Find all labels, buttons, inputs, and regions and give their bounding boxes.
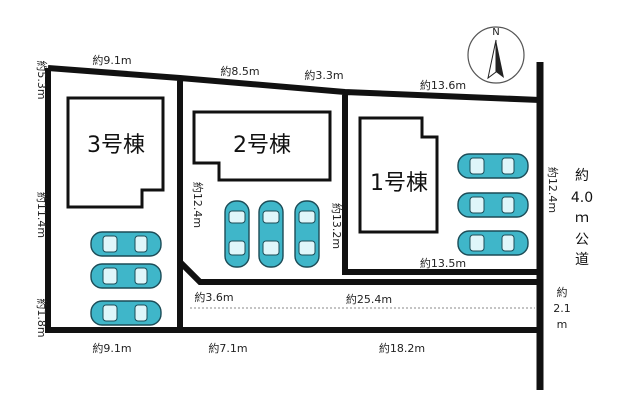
dim-bottom-right: 約18.2m xyxy=(379,341,425,355)
car-icon xyxy=(90,263,162,289)
road-label-2: 4.0 xyxy=(571,190,593,206)
dim-path-left: 約3.6m xyxy=(194,290,233,304)
building-1-outline xyxy=(358,116,439,234)
driveway-boundary xyxy=(177,259,540,285)
car-icon xyxy=(457,230,529,256)
building-1-label: 1号棟 xyxy=(370,171,428,196)
dim-b2-right: 約13.2m xyxy=(330,203,344,249)
road-label-3: ｍ xyxy=(575,210,589,226)
dim-right-side: 約12.4m xyxy=(546,167,560,213)
car-icon xyxy=(90,231,162,257)
car-icon xyxy=(90,300,162,326)
building-2-label: 2号棟 xyxy=(233,133,291,158)
road-label-4: 公 xyxy=(575,232,589,248)
dim-bottom-mid: 約7.1m xyxy=(208,341,247,355)
north-compass-icon: N xyxy=(467,26,525,84)
car-icon xyxy=(457,153,529,179)
dim-road-gap-1: 約 xyxy=(557,285,568,299)
road-label-5: 道 xyxy=(575,252,589,268)
dim-road-gap-2: 2.1 xyxy=(553,302,571,315)
dim-left-bottom: 約1.8m xyxy=(35,298,49,337)
car-icon xyxy=(224,200,250,268)
dim-top-right: 約13.6m xyxy=(420,78,466,92)
dim-left-top: 約5.3m xyxy=(35,60,49,99)
dim-b2-left: 約12.4m xyxy=(191,182,205,228)
dim-top-mid2: 約3.3m xyxy=(304,68,343,82)
site-boundary xyxy=(45,65,541,333)
car-icon xyxy=(457,192,529,218)
dim-left-mid: 約11.4m xyxy=(35,192,49,238)
car-icon xyxy=(258,200,284,268)
dim-top-mid1: 約8.5m xyxy=(220,64,259,78)
dim-road-gap-3: m xyxy=(557,318,568,331)
car-icon xyxy=(294,200,320,268)
dim-bottom-left: 約9.1m xyxy=(92,341,131,355)
road-label-1: 約 xyxy=(575,168,589,184)
dim-path-long: 約25.4m xyxy=(346,292,392,306)
dim-top-left: 約9.1m xyxy=(92,53,131,67)
compass-n-label: N xyxy=(492,27,499,38)
building-2-outline xyxy=(192,110,332,182)
building-3-label: 3号棟 xyxy=(87,133,145,158)
building-3-outline xyxy=(66,96,165,209)
dim-lot1-bottom: 約13.5m xyxy=(420,256,466,270)
